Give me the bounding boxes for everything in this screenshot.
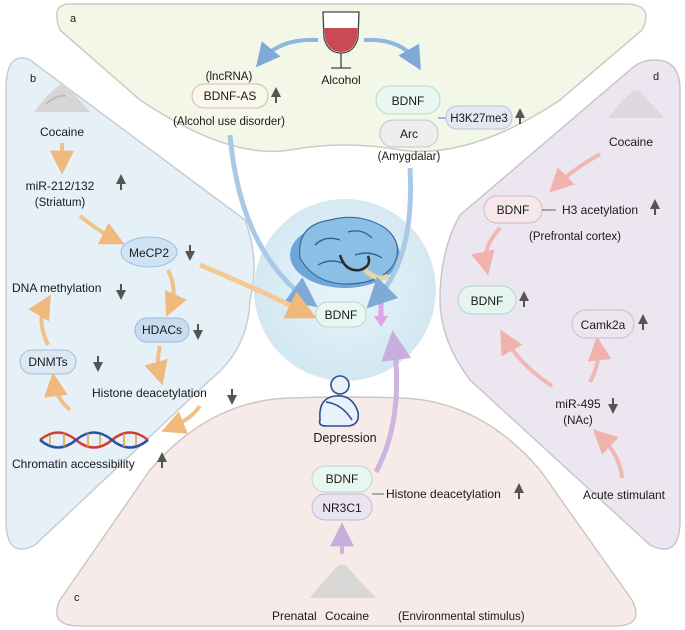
c-cocaine-powder-icon: [310, 564, 376, 598]
panel-a-bdnf-box: [375, 85, 441, 115]
arrow-histone-chromatin: [161, 404, 202, 434]
arrow-d-bdnf-bdnf: [471, 226, 502, 276]
mir212-label: miR-212/132: [26, 179, 95, 193]
bdnf-as-box: [191, 83, 269, 109]
dna-methylation-label: DNA methylation: [12, 281, 101, 295]
lncrna-label: (lncRNA): [206, 71, 253, 83]
chromatin-accessibility-label: Chromatin accessibility: [12, 457, 135, 471]
d-bdnf-box: [457, 285, 517, 315]
panel-b-letter: b: [30, 73, 36, 85]
bdnf-as-label: BDNF-AS: [204, 89, 257, 103]
arrow-mir495-camk2a: [587, 336, 612, 383]
panel-d-letter: d: [653, 71, 659, 83]
nac-label: (NAc): [563, 415, 593, 427]
prefrontal-label: (Prefrontal cortex): [529, 231, 621, 243]
d-bdnf-top-label: BDNF: [497, 203, 530, 217]
c-bdnf-box: [311, 465, 373, 493]
nr3c1-label: NR3C1: [322, 501, 362, 515]
arrow-bdnf-as-to-center: [227, 134, 318, 308]
center-down-arrow-head: [374, 316, 388, 327]
arrow-mir495-bdnf: [500, 329, 554, 388]
panel-b-background: [5, 57, 255, 550]
striatum-label: (Striatum): [35, 197, 86, 209]
nr3c1-box: [311, 493, 373, 521]
c-bdnf-label: BDNF: [326, 472, 359, 486]
arrow-alcohol-right: [363, 37, 421, 71]
arc-box: [379, 119, 439, 148]
mecp2-box: [120, 236, 178, 268]
mir495-label: miR-495: [555, 397, 601, 411]
center-bdnf-label: BDNF: [325, 308, 358, 322]
brain-icon: [290, 216, 400, 288]
dna-helix-icon: [39, 431, 149, 449]
d-cocaine-powder-icon: [608, 90, 664, 118]
arrow-dnmts-dnamethylation: [28, 294, 51, 346]
arrow-alcohol-left: [255, 37, 319, 68]
arrow-arc-to-center: [366, 167, 414, 309]
hdacs-label: HDACs: [142, 323, 182, 337]
environmental-stimulus-label: (Environmental stimulus): [398, 611, 525, 623]
panel-a-bdnf-label: BDNF: [392, 94, 425, 108]
arrow-c-to-center: [373, 330, 412, 474]
arrow-chromatin-dnmts: [43, 372, 72, 412]
h3k27me3-label: H3K27me3: [450, 113, 508, 125]
alcohol-use-disorder-label: (Alcohol use disorder): [173, 116, 285, 128]
dnmts-label: DNMTs: [28, 355, 67, 369]
h3-acetylation-label: H3 acetylation: [562, 203, 638, 217]
b-histone-deacetylation-label: Histone deacetylation: [92, 386, 207, 400]
c-histone-deacetylation-label: Histone deacetylation: [386, 487, 501, 501]
cocaine-powder-icon: [34, 84, 90, 112]
depression-label: Depression: [313, 431, 376, 445]
mecp2-label: MeCP2: [129, 246, 169, 260]
alcohol-label: Alcohol: [321, 73, 360, 87]
prenatal-label: Prenatal: [272, 609, 317, 623]
camk2a-label: Camk2a: [581, 318, 626, 332]
arc-label: Arc: [400, 127, 418, 141]
arrow-mecp2-to-center: [199, 262, 317, 319]
panel-b-cocaine-label: Cocaine: [40, 125, 84, 139]
arrow-mecp2-hdacs: [164, 269, 187, 317]
hdacs-box: [134, 317, 190, 343]
depression-figure-icon: [318, 375, 360, 427]
wine-glass-icon: [322, 11, 360, 69]
panel-d-background: [439, 59, 681, 550]
amygdalar-label: (Amygdalar): [378, 151, 441, 163]
c-cocaine-label: Cocaine: [325, 609, 369, 623]
d-bdnf-label: BDNF: [471, 294, 504, 308]
arrow-hdacs-histone: [144, 345, 168, 386]
arrow-d-cocaine-bdnf: [549, 152, 601, 193]
arrow-acute-mir495: [593, 429, 624, 479]
arrow-b-mir-mecp2: [78, 214, 125, 245]
d-cocaine-label: Cocaine: [609, 135, 653, 149]
h3k27me3-box: [445, 105, 513, 130]
acute-stimulant-label: Acute stimulant: [583, 488, 666, 502]
panel-c-letter: c: [74, 592, 80, 604]
panel-a-letter: a: [70, 13, 77, 25]
